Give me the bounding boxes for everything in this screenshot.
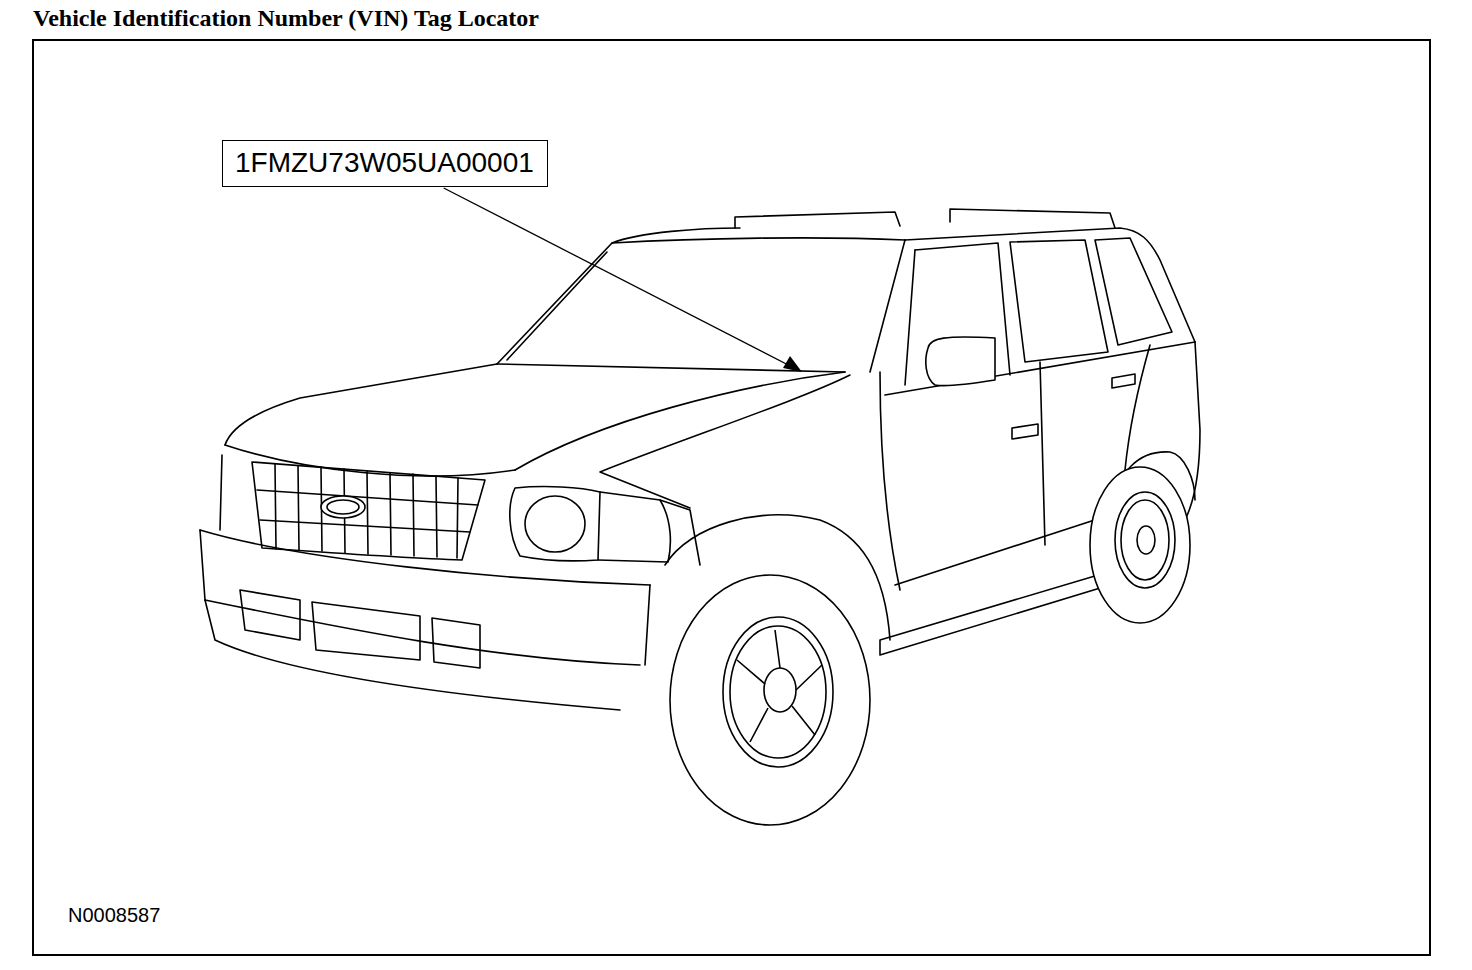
leader-arrowhead [783, 356, 802, 372]
wheels-line [670, 575, 870, 825]
wheels-line [1090, 467, 1190, 623]
suv-body-line [205, 600, 640, 665]
suv-body-line [870, 240, 905, 372]
suv-body-line [895, 515, 1110, 585]
wheels-line [1137, 526, 1155, 554]
wheels-line [723, 617, 833, 767]
suv-body-line [321, 496, 365, 518]
suv-body-line [1125, 345, 1150, 470]
suv-body-line [200, 530, 650, 585]
suv-body-line [926, 337, 995, 386]
suv-body-line [1112, 374, 1135, 388]
suv-body-line [515, 372, 845, 470]
suv-body-line [660, 500, 700, 565]
figure-number: N0008587 [68, 903, 160, 927]
diagram-title: Vehicle Identification Number (VIN) Tag … [33, 5, 539, 31]
wheels-line [1121, 500, 1169, 580]
leader-line [444, 188, 798, 370]
suv-body-line [205, 600, 620, 710]
suv-body-line [275, 464, 458, 558]
suv-body-line [880, 372, 900, 590]
vin-number: 1FMZU73W05UA00001 [235, 146, 535, 180]
title-block: Vehicle Identification Number (VIN) Tag … [33, 5, 539, 31]
wheels-line [730, 626, 826, 758]
figure-frame [33, 40, 1430, 955]
suv-body-line [1040, 362, 1045, 545]
suv-body-line [1012, 424, 1038, 439]
suv-body-line [735, 212, 900, 228]
suv-body-line [905, 250, 915, 385]
suv-body-line [598, 492, 670, 562]
suv-body-line [1010, 240, 1108, 362]
suv-body-line [252, 462, 485, 560]
suv-body-line [950, 209, 1115, 228]
suv-body-line [1185, 342, 1200, 520]
suv-body-line [240, 590, 300, 640]
suv-body-line [225, 364, 497, 445]
vin-callout-box: 1FMZU73W05UA00001 [222, 140, 548, 187]
suv-body-line [497, 238, 905, 364]
wheels-line [737, 630, 822, 742]
wheels-line [764, 668, 796, 712]
wheels [670, 467, 1190, 825]
suv-body-line [612, 228, 740, 243]
wheels-line [1115, 492, 1175, 588]
suv-body-line [880, 570, 1115, 655]
suv-body-line [257, 490, 478, 532]
suv-body-line [600, 375, 850, 508]
suv-body-line [507, 252, 607, 360]
suv-body-line [510, 487, 600, 561]
suv-body-line [327, 500, 359, 514]
suv-body-line [525, 496, 585, 552]
suv-body-line [432, 618, 480, 668]
suv-body-line [200, 530, 650, 665]
suv-body-line [1095, 238, 1172, 345]
suv-body-line [220, 455, 222, 530]
suv-body-line [312, 602, 420, 660]
